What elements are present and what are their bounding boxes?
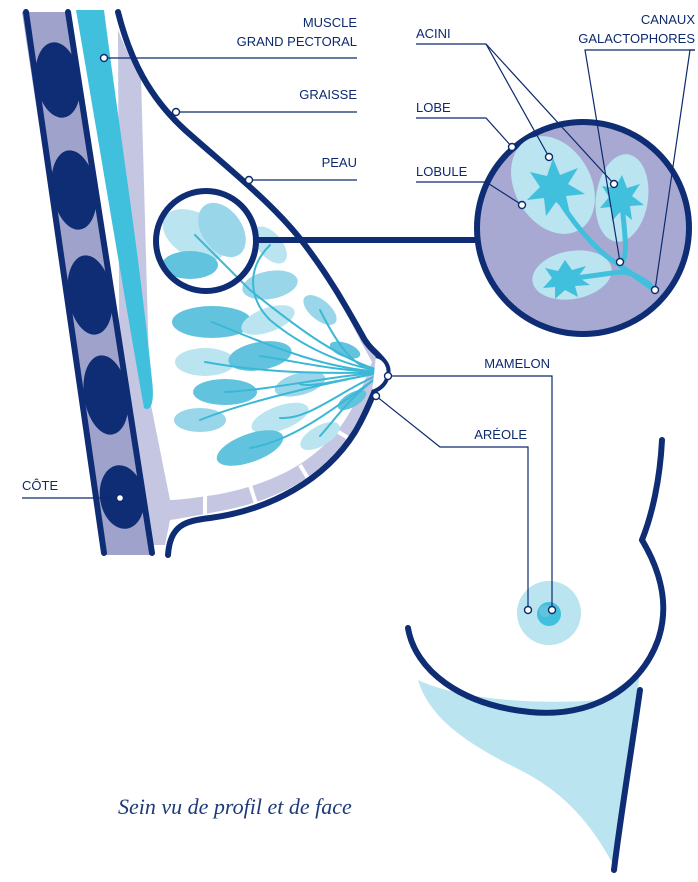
- label-canaux-line1: CANAUX: [641, 12, 696, 27]
- side-view: [22, 10, 478, 555]
- label-muscle-line2: GRAND PECTORAL: [237, 34, 357, 49]
- label-peau: PEAU: [322, 155, 357, 170]
- label-muscle-line1: MUSCLE: [303, 15, 358, 30]
- label-canaux-line2: GALACTOPHORES: [578, 31, 695, 46]
- front-view: [408, 440, 663, 870]
- figure-caption: Sein vu de profil et de face: [118, 794, 352, 819]
- label-mamelon: MAMELON: [484, 356, 550, 371]
- label-lobe: LOBE: [416, 100, 451, 115]
- label-graisse: GRAISSE: [299, 87, 357, 102]
- label-acini: ACINI: [416, 26, 451, 41]
- lobe-detail: [477, 121, 689, 334]
- label-areole: ARÉOLE: [474, 427, 527, 442]
- label-lobule: LOBULE: [416, 164, 468, 179]
- label-cote: CÔTE: [22, 478, 58, 493]
- zoom-circle-large: [477, 122, 689, 334]
- front-outline-side: [642, 440, 662, 540]
